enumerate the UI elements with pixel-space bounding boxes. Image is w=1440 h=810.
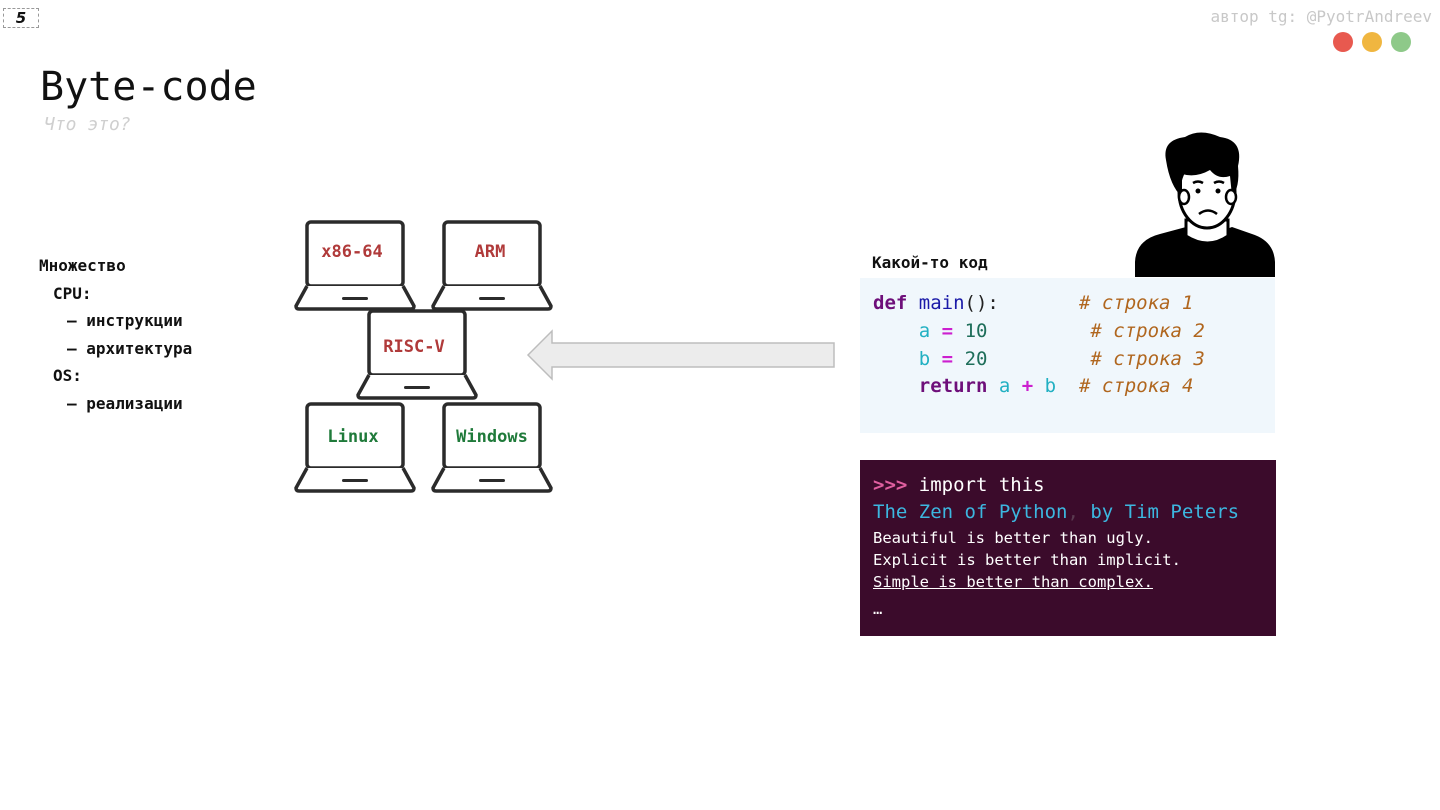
code-token: + — [1021, 375, 1034, 398]
code-token: 10 — [964, 319, 988, 342]
laptop-label-windows: Windows — [456, 427, 528, 447]
code-token: = — [941, 319, 954, 342]
slide-number: 5 — [3, 8, 39, 28]
zen-title-line: The Zen of Python, by Tim Peters — [873, 501, 1239, 523]
code-token: = — [941, 347, 954, 370]
window-dot-red[interactable] — [1333, 32, 1353, 52]
list-cpu: CPU: — [53, 283, 92, 303]
zen-author: by Tim Peters — [1078, 501, 1240, 523]
laptop-icon — [294, 402, 416, 493]
code-label: Какой-то код — [872, 253, 988, 272]
arrow-left-icon — [526, 329, 835, 381]
code-comment: # строка 3 — [1090, 347, 1205, 370]
page-subtitle: Что это? — [44, 114, 131, 135]
laptop-label-linux: Linux — [327, 427, 378, 447]
list-os: OS: — [53, 366, 82, 385]
code-token: a — [998, 375, 1011, 398]
terminal-prompt: >>> — [873, 474, 908, 496]
list-item: – архитектура — [67, 338, 193, 358]
laptop-label-riscv: RISC-V — [383, 337, 444, 357]
window-dot-green[interactable] — [1391, 32, 1411, 52]
code-token: b — [918, 347, 931, 370]
code-token: (): — [964, 292, 999, 314]
terminal-command: import this — [918, 474, 1045, 496]
zen-line: Simple is better than complex. — [873, 573, 1153, 591]
list-item: – инструкции — [67, 311, 183, 330]
code-token: 20 — [964, 347, 988, 370]
zen-title: The Zen of Python — [873, 501, 1068, 523]
terminal-command-line: >>> import this — [873, 474, 1045, 496]
person-icon — [1135, 132, 1275, 277]
laptop-label-arm: ARM — [475, 242, 506, 262]
zen-separator: , — [1067, 501, 1079, 523]
code-comment: # строка 1 — [1078, 292, 1194, 314]
code-token: def — [873, 292, 908, 314]
concept-list: Множество CPU: – инструкции – архитектур… — [39, 252, 192, 417]
code-comment: # строка 4 — [1079, 375, 1194, 398]
page-title: Byte-code — [40, 64, 257, 110]
zen-line: Beautiful is better than ugly. — [873, 529, 1153, 547]
code-token: main — [918, 292, 965, 314]
laptop-label-x86: x86-64 — [321, 242, 382, 262]
list-item: – реализации — [67, 393, 183, 413]
author-credit: автор tg: @PyotrAndreev — [1210, 7, 1432, 26]
code-token: a — [918, 319, 931, 342]
laptop-icon — [431, 220, 553, 311]
code-token: b — [1044, 375, 1057, 398]
laptop-icon — [294, 220, 416, 311]
code-comment: # строка 2 — [1090, 319, 1205, 342]
window-dot-yellow[interactable] — [1362, 32, 1382, 52]
terminal-panel: >>> import this The Zen of Python, by Ti… — [860, 460, 1276, 636]
laptop-icon — [431, 402, 553, 493]
list-heading: Множество — [39, 256, 126, 275]
code-block: def main(): # строка 1 a = 10 # строка 2… — [860, 278, 1275, 433]
zen-line: Explicit is better than implicit. — [873, 551, 1181, 569]
code-token: return — [918, 375, 988, 398]
zen-ellipsis: … — [873, 600, 883, 618]
